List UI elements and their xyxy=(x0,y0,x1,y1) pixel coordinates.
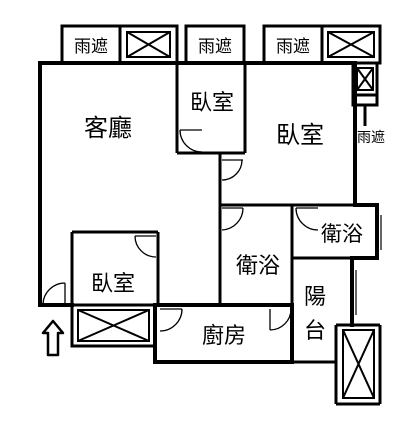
door-balcony-icon xyxy=(269,308,292,331)
bedroom-top-label: 臥室 xyxy=(190,91,234,116)
door-right-bedroom-icon xyxy=(221,159,243,181)
bedroom-right-label: 臥室 xyxy=(276,121,324,149)
canopy-left-label: 雨遮 xyxy=(74,37,108,57)
canopy-left-x-box xyxy=(118,24,179,65)
canopy-right-label: 雨遮 xyxy=(276,37,310,57)
door-kitchen-icon xyxy=(159,308,183,332)
canopy-side-label: 雨遮 xyxy=(357,130,385,146)
outer-walls xyxy=(38,61,379,364)
bottom-x-box xyxy=(70,303,157,348)
balcony-label-line1: 陽 xyxy=(304,285,326,310)
canopy-middle-label: 雨遮 xyxy=(198,37,232,57)
door-top-bedroom-icon xyxy=(179,129,203,153)
balcony-x-box xyxy=(342,329,375,399)
kitchen-label: 廚房 xyxy=(202,324,246,349)
entrance-arrow-icon xyxy=(41,319,65,357)
bathroom-right-label: 衛浴 xyxy=(321,222,363,246)
door-bath-right-icon xyxy=(295,207,319,231)
entrance-door-icon xyxy=(42,282,66,306)
bedroom-small-label: 臥室 xyxy=(91,272,135,297)
living-room-label: 客廳 xyxy=(84,114,132,142)
door-swings xyxy=(42,129,319,332)
windows xyxy=(351,215,382,315)
balcony-label-line2: 台 xyxy=(304,319,326,344)
balcony-walls xyxy=(290,258,382,406)
bathroom-center-label: 衛浴 xyxy=(236,254,280,279)
canopy-right-x-box xyxy=(320,24,382,65)
door-small-bedroom-icon xyxy=(134,235,157,258)
door-bath-center-icon xyxy=(221,207,244,231)
